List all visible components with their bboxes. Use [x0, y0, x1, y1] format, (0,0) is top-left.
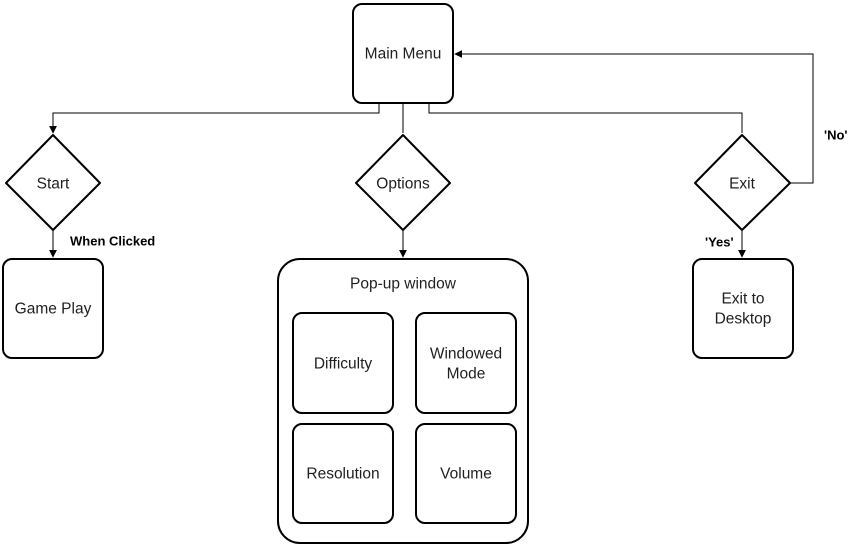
- edge-label-no: 'No': [824, 128, 848, 143]
- node-start: Start: [5, 134, 101, 231]
- node-resolution: Resolution: [292, 423, 394, 524]
- node-game-play: Game Play: [2, 258, 104, 359]
- edge-main-menu-to-exit: [428, 103, 743, 133]
- edge-exit-no-to-main-menu: [454, 50, 814, 184]
- volume-label: Volume: [440, 466, 492, 483]
- main-menu-label: Main Menu: [365, 46, 442, 63]
- windowed-mode-label-line1: Windowed: [430, 346, 502, 363]
- start-label: Start: [37, 176, 70, 193]
- edge-label-yes: 'Yes': [705, 235, 734, 250]
- edge-label-when-clicked: When Clicked: [70, 234, 155, 249]
- edge-main-menu-to-start: [49, 103, 380, 134]
- options-label: Options: [376, 176, 430, 193]
- windowed-mode-label-line2: Mode: [447, 366, 486, 383]
- exit-to-desktop-label-line2: Desktop: [715, 311, 772, 328]
- game-play-label: Game Play: [15, 301, 92, 318]
- node-difficulty: Difficulty: [292, 312, 394, 414]
- node-options: Options: [355, 134, 451, 231]
- resolution-label: Resolution: [306, 466, 379, 483]
- exit-to-desktop-label-line1: Exit to: [721, 291, 764, 308]
- popup-window-label: Pop-up window: [350, 276, 457, 293]
- exit-label: Exit: [729, 176, 756, 193]
- node-exit: Exit: [694, 134, 791, 231]
- node-main-menu: Main Menu: [352, 3, 454, 104]
- node-exit-to-desktop: Exit to Desktop: [692, 258, 794, 359]
- node-windowed-mode: Windowed Mode: [415, 312, 517, 414]
- difficulty-label: Difficulty: [314, 356, 373, 373]
- node-volume: Volume: [415, 423, 517, 524]
- edges: [49, 50, 814, 315]
